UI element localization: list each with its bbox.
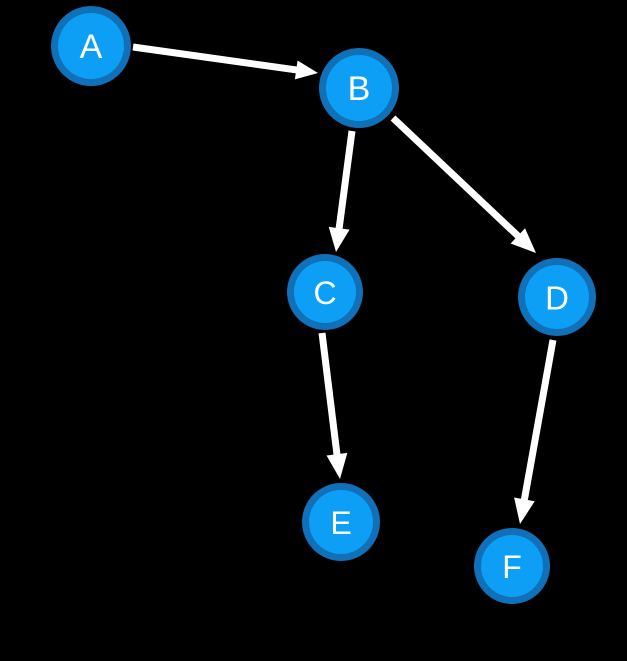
arrowhead-icon: [326, 452, 348, 479]
edges-layer: [132, 43, 557, 524]
node-core: [58, 13, 124, 79]
edge-c-to-e[interactable]: [318, 332, 348, 479]
edge-b-to-c[interactable]: [328, 130, 356, 252]
node-core: [525, 265, 589, 329]
edge-line: [335, 130, 356, 231]
graph-node-b[interactable]: B: [319, 48, 399, 128]
arrowhead-icon: [510, 228, 536, 253]
arrowhead-icon: [328, 226, 350, 252]
node-label: E: [330, 505, 351, 541]
edge-b-to-d[interactable]: [390, 115, 536, 253]
node-label: B: [348, 70, 371, 108]
node-label: C: [313, 275, 336, 311]
nodes-layer: A B C D E F: [51, 6, 596, 604]
graph-node-d[interactable]: D: [518, 258, 596, 336]
edge-line: [132, 43, 299, 74]
node-core: [294, 261, 356, 323]
node-core: [326, 55, 392, 121]
graph-node-c[interactable]: C: [287, 254, 363, 330]
node-core: [309, 490, 373, 554]
node-label: A: [80, 28, 103, 66]
arrowhead-icon: [294, 60, 318, 80]
edge-line: [390, 115, 522, 240]
node-core: [481, 535, 543, 597]
edge-d-to-f[interactable]: [514, 339, 557, 524]
graph-node-e[interactable]: E: [302, 483, 380, 561]
graph-node-a[interactable]: A: [51, 6, 131, 86]
node-label: D: [545, 280, 569, 317]
node-label: F: [502, 549, 522, 585]
edge-line: [318, 332, 341, 457]
edge-line: [520, 339, 557, 502]
graph-node-f[interactable]: F: [474, 528, 550, 604]
edge-a-to-b[interactable]: [132, 43, 318, 80]
arrowhead-icon: [514, 497, 535, 524]
